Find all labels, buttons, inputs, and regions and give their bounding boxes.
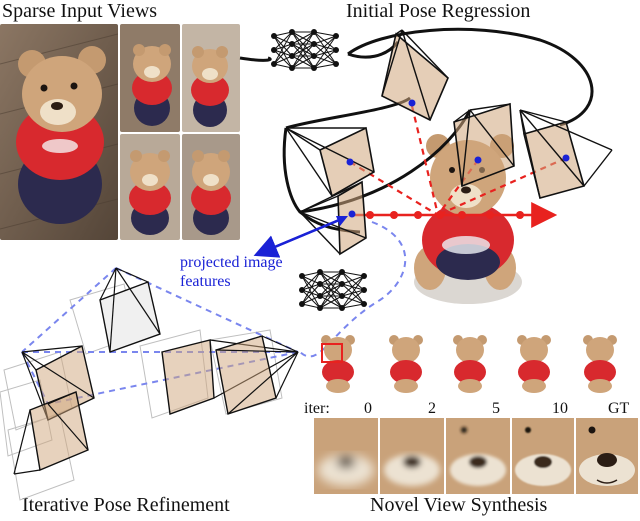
camera-frustum-center [453, 102, 515, 188]
zoom-crop-iter-0 [314, 418, 378, 494]
iter-prefix: iter: [304, 400, 330, 417]
camera-frustum-top [381, 29, 449, 122]
camera-frustum-left [285, 126, 375, 198]
title-iterative-pose-refinement: Iterative Pose Refinement [22, 494, 230, 516]
zoom-crop-iter-5 [446, 418, 510, 494]
zoom-crop-iter-10 [512, 418, 574, 494]
title-initial-pose-regression: Initial Pose Regression [346, 0, 531, 22]
iter-label-0: 0 [364, 400, 372, 417]
input-view-large [0, 24, 118, 240]
neural-network-icon [271, 29, 339, 71]
novel-view-thumbnails [321, 335, 617, 393]
refined-frustum-bottom [13, 391, 89, 475]
neural-network-icon [299, 269, 367, 311]
camera-frustum-lower [299, 180, 367, 256]
iter-label-5: 5 [492, 400, 500, 417]
annotation-line-2: features [180, 273, 231, 290]
zoom-crop-gt [576, 418, 638, 494]
annotation-line-1: projected image [180, 254, 283, 271]
annotation-projected-features: projected image features [180, 253, 283, 291]
input-view-2 [120, 24, 180, 132]
title-sparse-input-views: Sparse Input Views [2, 0, 158, 22]
input-view-5 [182, 134, 240, 240]
input-view-3 [182, 24, 240, 132]
iter-label-gt: GT [608, 400, 630, 417]
input-view-4 [120, 134, 180, 240]
iter-label-2: 2 [428, 400, 436, 417]
zoom-crop-iter-2 [380, 418, 444, 494]
refined-frustum-top [99, 267, 161, 353]
refined-frustum-right [215, 335, 299, 415]
camera-frustum-right [519, 109, 613, 199]
iter-label-10: 10 [552, 400, 568, 417]
sampled-ray [352, 202, 558, 228]
title-novel-view-synthesis: Novel View Synthesis [370, 494, 548, 516]
